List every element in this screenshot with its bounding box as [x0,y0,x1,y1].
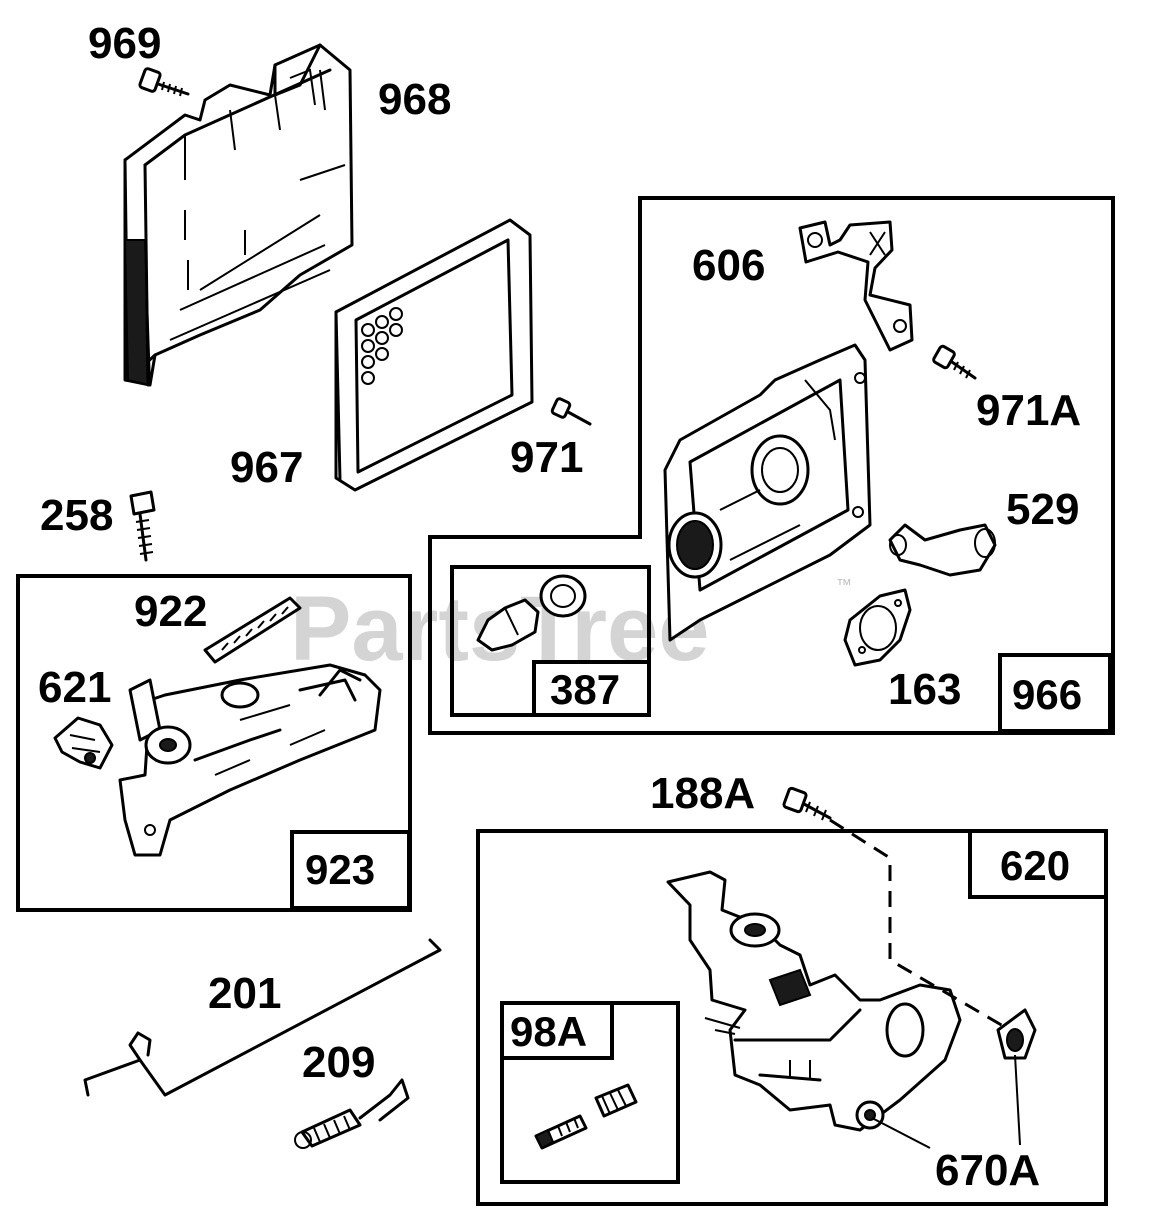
kit-box-923 [290,830,411,910]
air-filter-967-drawing [334,218,534,492]
callout-971a: 971A [976,386,1081,435]
callout-670a: 670A [935,1146,1040,1195]
kit-frame-966 [428,196,1115,735]
kit-label-98a: 98A [510,1008,587,1055]
gasket-163-drawing [843,588,912,667]
kit-label-923: 923 [305,846,375,893]
kit-label-620: 620 [1000,842,1070,889]
callout-209: 209 [302,1038,375,1087]
kit-box-620 [968,829,1108,899]
screw-971-drawing [550,397,592,426]
callout-971: 971 [510,433,583,482]
kit-box-98a [500,1001,614,1060]
callout-969: 969 [88,19,161,68]
kit-frame-620 [476,829,1108,1206]
link-rod-201-drawing [83,938,442,1097]
clip-621-drawing [53,716,114,770]
callout-163: 163 [888,665,961,714]
callout-606: 606 [692,241,765,290]
screw-188a-drawing [782,786,832,821]
kit-box-387 [532,660,651,717]
kit-frame-923 [16,574,412,912]
governor-bracket-923-drawing [118,663,382,857]
bracket-606-drawing [798,220,914,352]
callout-529: 529 [1006,485,1079,534]
screw-969-drawing [138,67,190,97]
leader-670a-upper [1014,1054,1021,1146]
assembly-line-188a [829,818,1011,1032]
air-cleaner-base-968-drawing [123,43,354,387]
spring-922-drawing [203,596,302,664]
trademark-symbol: ™ [836,577,852,594]
primer-bulb-387-drawing [476,574,587,652]
kit-label-387: 387 [550,666,620,713]
kit-label-966: 966 [1012,671,1082,718]
control-assembly-620-drawing [666,870,962,1132]
elbow-529-drawing [888,523,997,577]
callout-922: 922 [134,587,207,636]
leader-670a-lower [871,1117,931,1149]
spring-209-drawing [294,1078,410,1149]
callout-968: 968 [378,75,451,124]
bolt-258-drawing [129,490,156,562]
kit-box-966 [998,653,1112,733]
callout-258: 258 [40,491,113,540]
callout-201: 201 [208,969,281,1018]
callout-967: 967 [230,443,303,492]
callout-188a: 188A [650,769,755,818]
screw-971a-drawing [932,344,977,380]
carburetor-body-drawing [663,343,872,642]
bushing-670a-drawing [996,1008,1037,1060]
callout-621: 621 [38,663,111,712]
screw-spring-98a-drawing [534,1083,638,1150]
